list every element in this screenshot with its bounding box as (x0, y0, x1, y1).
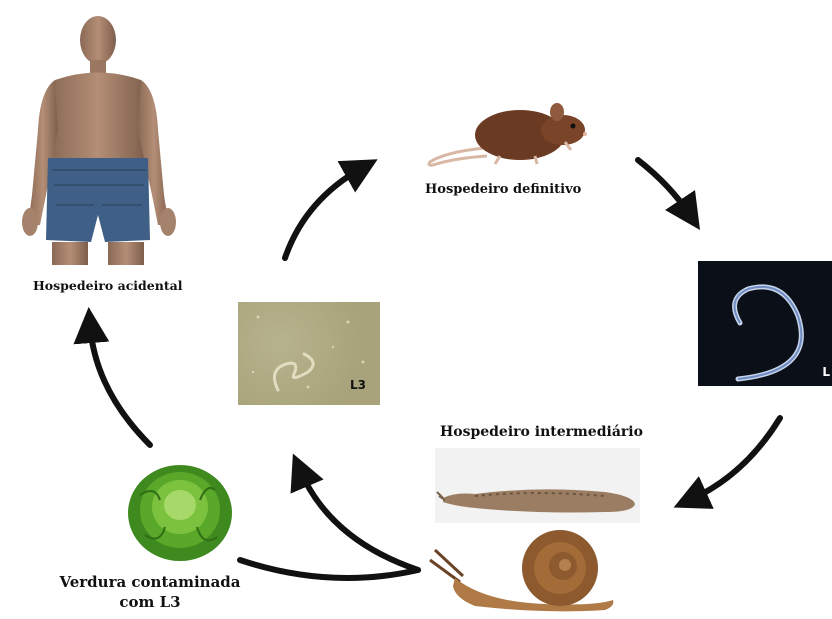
slug-icon (435, 448, 640, 523)
arrow-larva-to-rat (285, 168, 362, 258)
definitive-host-label: Hospedeiro definitivo (425, 182, 581, 197)
accidental-host-label: Hospedeiro acidental (33, 278, 182, 293)
contaminated-vegetable-label: Verdura contaminada com L3 (40, 572, 260, 612)
arrow-snail-to-lettuce (240, 560, 418, 578)
l3-stage-label: L3 (350, 378, 366, 392)
lettuce-icon (125, 455, 235, 565)
adult-worm-stage-label: L (822, 365, 830, 379)
arrow-snail-to-larva (300, 470, 418, 570)
contaminated-vegetable-line1: Verdura contaminada (40, 572, 260, 592)
arrow-lettuce-to-human (90, 325, 150, 445)
arrow-rat-to-worm (638, 160, 690, 215)
adult-worm-image: L (698, 261, 832, 386)
l3-larva-micrograph: L3 (238, 302, 380, 405)
rat-icon (425, 90, 595, 170)
arrow-worm-to-slug (690, 418, 780, 500)
human-figure-icon (10, 10, 185, 265)
intermediate-host-label: Hospedeiro intermediário (440, 424, 643, 440)
snail-icon (425, 520, 625, 615)
contaminated-vegetable-line2: com L3 (40, 592, 260, 612)
